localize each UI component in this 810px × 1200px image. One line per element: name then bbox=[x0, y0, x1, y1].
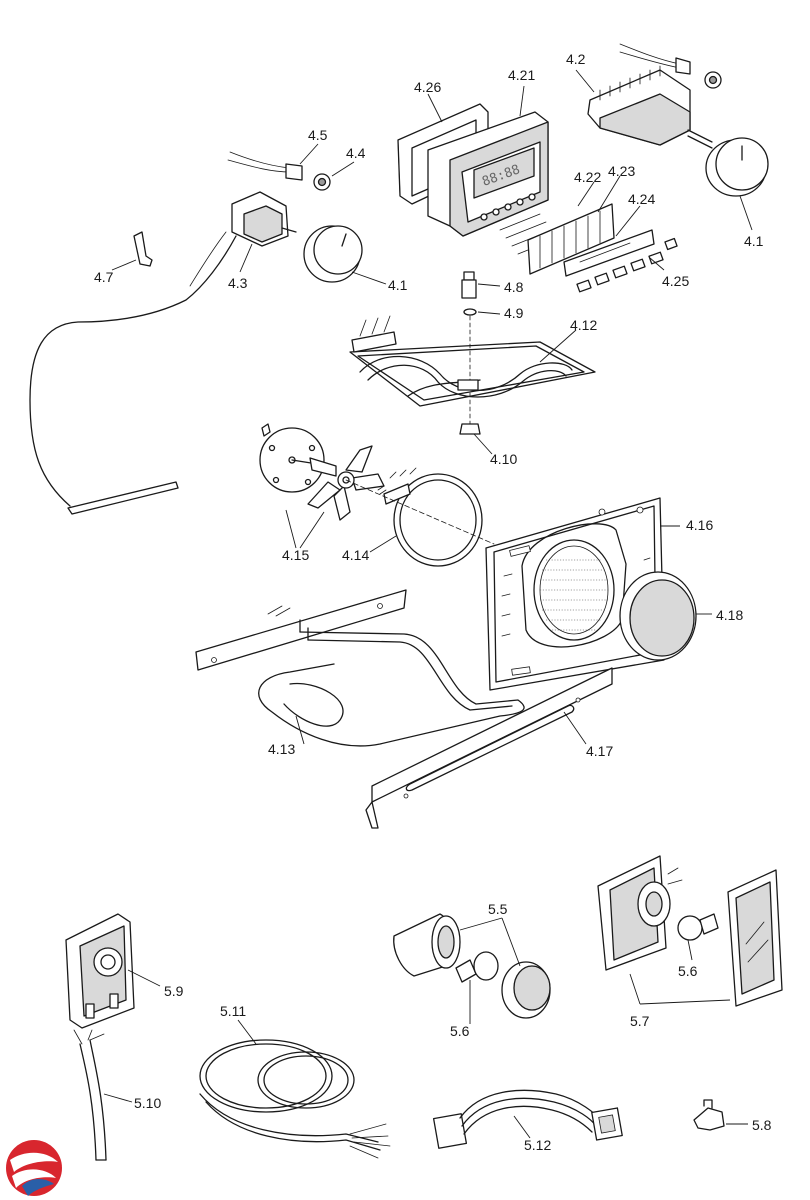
display-module: 88:88 bbox=[427, 111, 549, 237]
side-lamp-glass bbox=[727, 869, 783, 1007]
lamp-bulb bbox=[455, 951, 499, 983]
thermostat-indicator-wire bbox=[227, 151, 331, 191]
fan-motor-plate bbox=[259, 423, 331, 493]
grill-element bbox=[349, 315, 596, 407]
mains-cable bbox=[73, 1029, 107, 1161]
label-4-5: 4.5 bbox=[308, 127, 328, 143]
label-4-13: 4.13 bbox=[268, 741, 295, 757]
label-5-8: 5.8 bbox=[752, 1117, 772, 1133]
label-4-23: 4.23 bbox=[608, 163, 635, 179]
control-knob-left bbox=[303, 225, 363, 283]
label-4-4: 4.4 bbox=[346, 145, 366, 161]
label-4-24: 4.24 bbox=[628, 191, 655, 207]
label-5-9: 5.9 bbox=[164, 983, 184, 999]
label-4-1-left: 4.1 bbox=[388, 277, 408, 293]
connector-strip bbox=[527, 203, 615, 275]
label-4-12: 4.12 bbox=[570, 317, 597, 333]
label-5-12: 5.12 bbox=[524, 1137, 551, 1153]
side-lamp-housing bbox=[597, 855, 683, 971]
label-4-10: 4.10 bbox=[490, 451, 517, 467]
bottom-element-bracket bbox=[195, 589, 407, 671]
switch-rail bbox=[563, 229, 655, 277]
label-4-18: 4.18 bbox=[716, 607, 743, 623]
bottom-element bbox=[258, 619, 525, 747]
label-4-22: 4.22 bbox=[574, 169, 601, 185]
leader-lines bbox=[103, 69, 753, 1139]
label-5-5: 5.5 bbox=[488, 901, 508, 917]
label-5-7: 5.7 bbox=[630, 1013, 650, 1029]
part-labels: 4.26 4.21 4.2 4.1 4.5 4.4 4.22 4.23 4.24… bbox=[94, 51, 772, 1153]
washer bbox=[463, 308, 477, 316]
brand-swirl-logo bbox=[6, 1140, 62, 1196]
label-4-15: 4.15 bbox=[282, 547, 309, 563]
side-lamp-bulb bbox=[677, 913, 719, 941]
element-screw bbox=[461, 271, 477, 299]
label-4-8: 4.8 bbox=[504, 279, 524, 295]
label-4-9: 4.9 bbox=[504, 305, 524, 321]
fan-guard-grille bbox=[539, 545, 609, 635]
capillary-clip bbox=[133, 231, 153, 267]
thermostat bbox=[189, 191, 297, 287]
wiring-loom bbox=[199, 1039, 391, 1159]
lamp-holder bbox=[393, 913, 461, 977]
fan-cover bbox=[619, 571, 697, 661]
label-4-26: 4.26 bbox=[414, 79, 441, 95]
label-5-11: 5.11 bbox=[220, 1003, 246, 1019]
element-nut bbox=[459, 423, 481, 435]
circular-element bbox=[377, 467, 483, 567]
label-4-21: 4.21 bbox=[508, 67, 535, 83]
terminal-block bbox=[65, 913, 135, 1029]
switch-indicator-wire bbox=[619, 43, 722, 89]
push-buttons bbox=[576, 237, 678, 293]
contact-pins bbox=[499, 213, 559, 255]
label-4-25: 4.25 bbox=[662, 273, 689, 289]
lamp-clip bbox=[693, 1099, 725, 1131]
label-5-6-right: 5.6 bbox=[678, 963, 698, 979]
label-5-6-left: 5.6 bbox=[450, 1023, 470, 1039]
label-4-16: 4.16 bbox=[686, 517, 713, 533]
selector-switch bbox=[587, 65, 713, 149]
label-4-1-right: 4.1 bbox=[744, 233, 764, 249]
lamp-cover bbox=[501, 961, 551, 1019]
fan-impeller bbox=[307, 445, 385, 521]
label-4-7: 4.7 bbox=[94, 269, 114, 285]
rear-panel bbox=[485, 497, 665, 691]
shelf-rail bbox=[365, 667, 613, 829]
label-5-10: 5.10 bbox=[134, 1095, 161, 1111]
wiring-harness bbox=[432, 1089, 623, 1149]
label-4-14: 4.14 bbox=[342, 547, 369, 563]
display-buttons bbox=[480, 193, 536, 221]
thermostat-capillary bbox=[29, 235, 237, 515]
label-4-2: 4.2 bbox=[566, 51, 586, 67]
control-knob-right bbox=[705, 137, 769, 197]
label-4-3: 4.3 bbox=[228, 275, 248, 291]
label-4-17: 4.17 bbox=[586, 743, 613, 759]
